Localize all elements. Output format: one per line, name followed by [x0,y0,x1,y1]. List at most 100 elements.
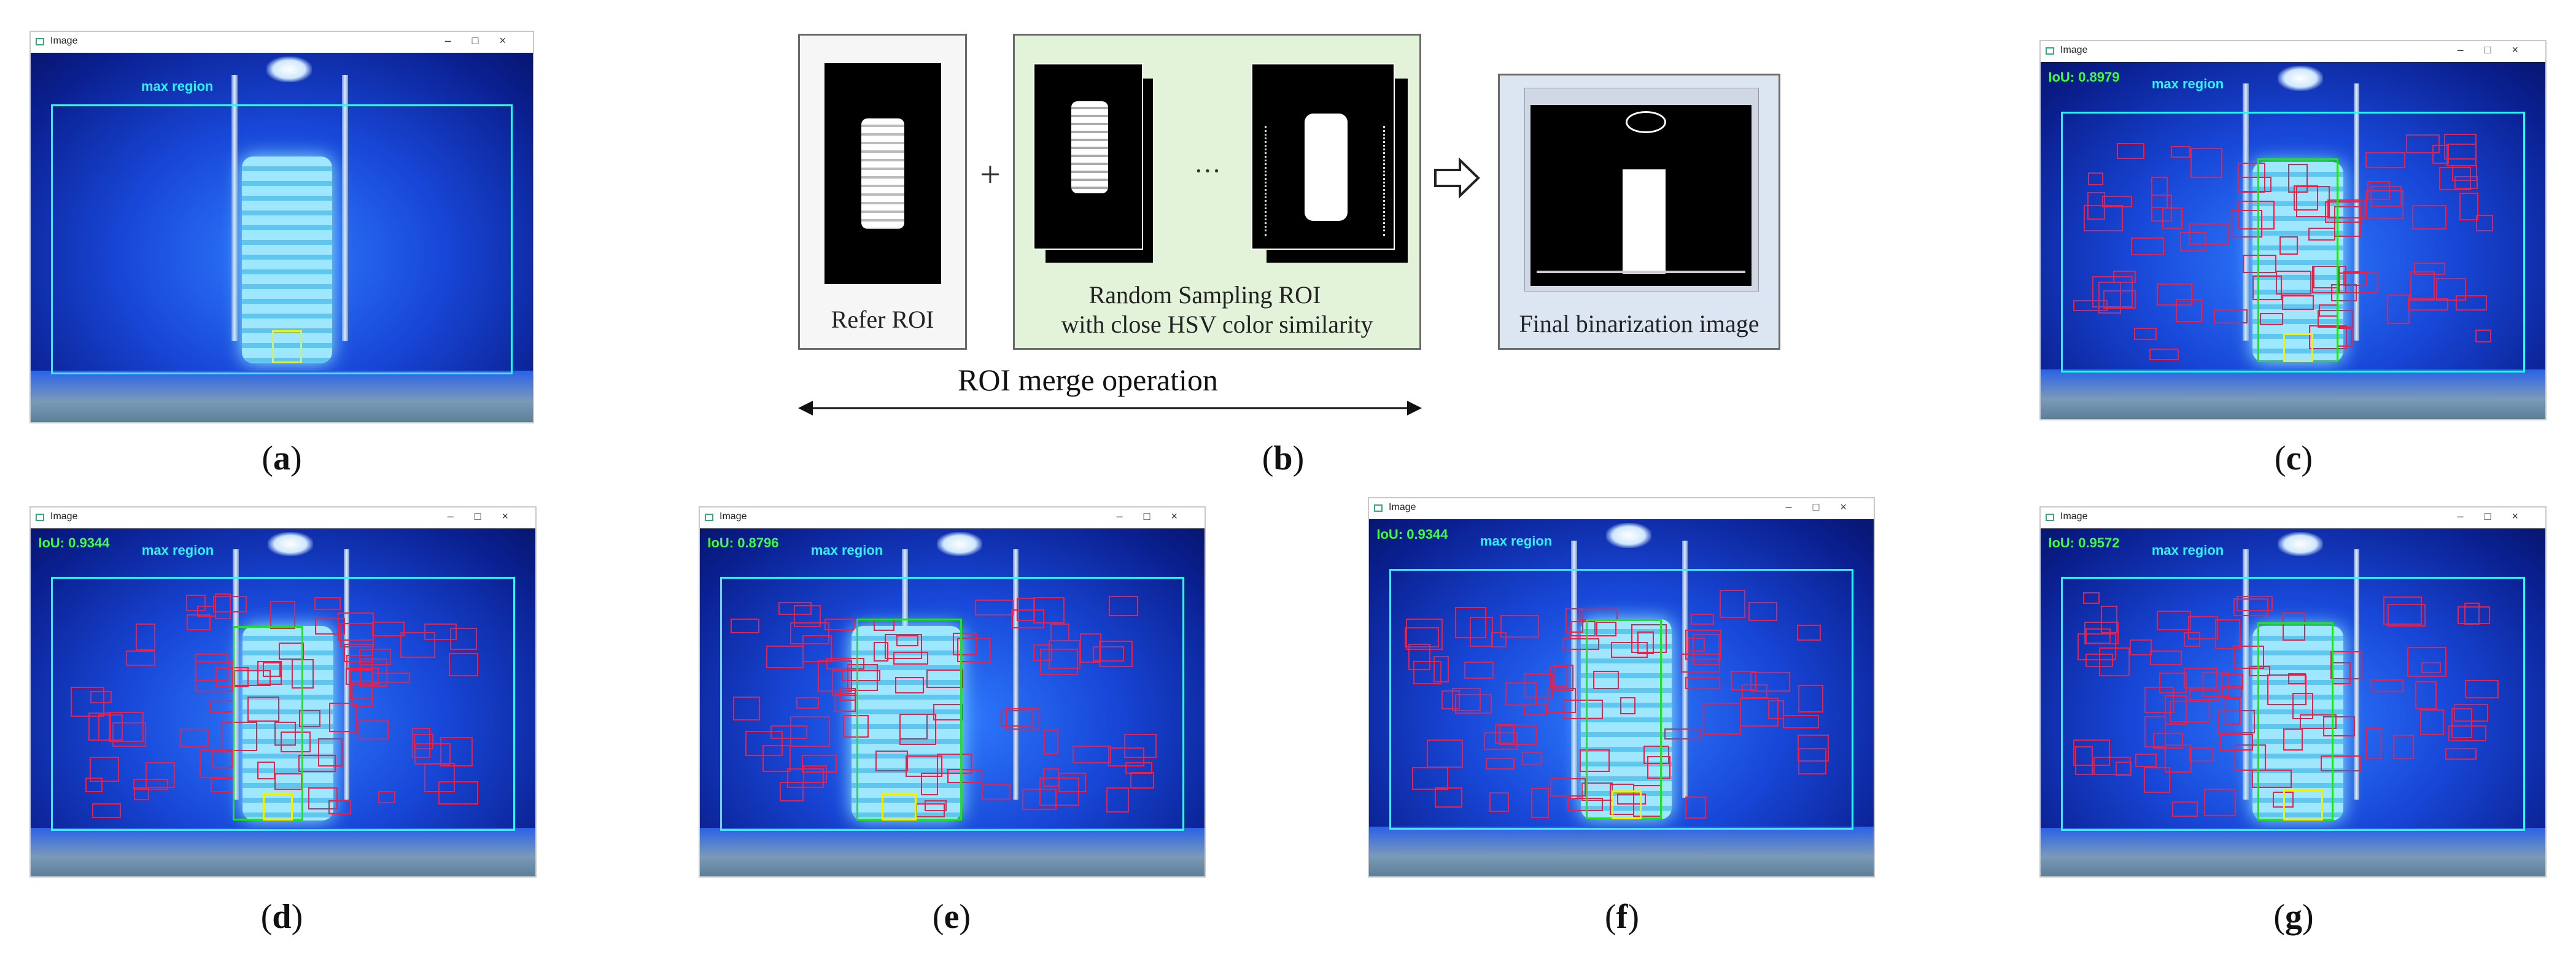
roi-box [1554,664,1574,692]
window-controls-icon: –□× [1785,501,1868,513]
roi-box [1550,778,1586,797]
roi-box [2153,733,2183,749]
window-title: Image [1389,502,1416,512]
roi-box [1522,751,1542,766]
roi-box [2293,185,2318,210]
window-controls-icon: –□× [447,510,529,522]
roi-box [1563,700,1603,720]
roi-box [372,622,405,637]
roi-box [1485,757,1515,770]
roi-box [1767,700,1784,720]
floor [1369,826,1874,876]
top-clip [1626,111,1666,133]
roi-box [2309,325,2347,349]
iou-label: IoU: 0.9344 [1376,526,1448,542]
target-box [881,792,917,821]
roi-box [1719,589,1746,619]
roi-box [770,725,808,739]
target-box [2283,333,2313,362]
roi-box [126,650,155,666]
target-box [1611,790,1642,819]
roi-box [1050,623,1069,642]
roi-box [90,691,112,704]
roi-box [2445,747,2477,760]
image-window-f: Image –□× max region IoU: 0.9344 [1368,497,1875,878]
roi-box [400,631,436,658]
roi-box [328,800,352,815]
roi-box [834,692,856,712]
roi-box [2338,272,2378,294]
roi-sample-boxes [700,528,1205,876]
roi-box [778,602,812,615]
roi-box [134,787,150,800]
roi-box [2392,735,2415,759]
ground-truth-box [1586,619,1662,819]
roi-box [2343,271,2367,286]
roi-box [1124,734,1157,758]
white-blob [1071,101,1108,193]
roi-box [1001,710,1034,727]
roi-box [247,697,280,722]
roi-box [2175,299,2202,322]
roi-box [197,606,216,617]
roi-box [2134,327,2157,341]
window-title: Image [50,511,78,522]
roi-box [2311,266,2347,294]
roi-box [1681,654,1721,673]
roi-box [1405,627,1440,648]
roi-box [842,714,869,738]
roi-box [1109,596,1139,616]
roi-box [2101,606,2117,633]
bellows-column [2252,161,2344,362]
caption-e: (e) [932,898,971,936]
roi-box [71,686,105,717]
roi-sample-boxes [2041,528,2545,876]
roi-sample-boxes [1369,519,1874,876]
roi-box [1617,793,1647,805]
titlebar: Image –□× [1369,498,1874,520]
roi-box [947,768,982,784]
roi-box [2475,330,2492,343]
random-sampling-label-1: Random Sampling ROI [1088,281,1321,309]
roi-box [91,803,122,818]
roi-box [2190,147,2222,178]
roi-box [1499,725,1537,745]
roi-box [2216,709,2255,733]
roi-box [905,755,943,778]
roi-box [2436,277,2466,301]
roi-box [2189,689,2220,701]
roi-box [1427,739,1464,768]
roi-box [1413,661,1441,685]
roi-box [2151,176,2168,208]
lamp [266,56,312,83]
roi-box [2407,646,2447,677]
titlebar: Image –□× [700,508,1205,529]
roi-box [2414,262,2445,276]
roi-box [298,755,336,772]
roi-box [875,751,908,771]
roi-box [2214,619,2240,650]
roi-box [98,714,123,741]
image-window-d: Image –□× max region IoU: 0.9344 [29,506,537,878]
roi-box [2464,603,2480,625]
roi-box [270,601,295,629]
target-box [271,330,302,363]
roi-box [2179,232,2207,252]
roi-box [2408,298,2448,311]
roi-box [1411,766,1448,790]
roi-box [2102,196,2132,207]
roi-box [786,768,824,788]
roi-box [1033,597,1065,623]
roi-box [920,772,938,795]
roi-box [2287,673,2306,685]
roi-box [112,722,147,747]
roi-box [1620,697,1635,715]
roi-box [2171,146,2191,158]
roi-box [1505,682,1537,706]
roi-box [2144,686,2174,713]
roi-box [2321,755,2361,771]
roi-box [2288,164,2308,193]
roi-box [794,605,821,627]
window-title: Image [2060,45,2088,55]
roi-box [314,597,341,611]
